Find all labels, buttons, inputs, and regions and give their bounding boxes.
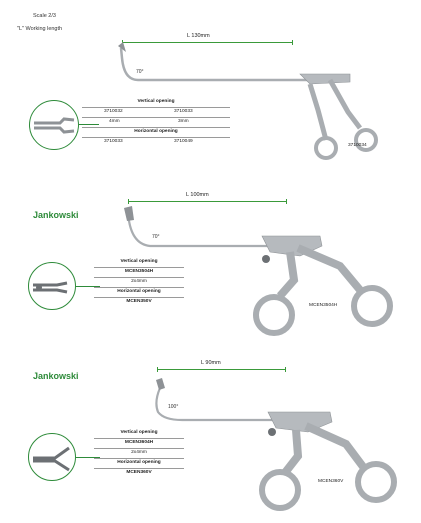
table-rule [94, 468, 184, 469]
dimension-tick [157, 367, 158, 372]
size-cell: 4mm [109, 119, 120, 124]
table-rule [94, 297, 184, 298]
jaw-tip-icon [33, 446, 70, 472]
table-rule [94, 267, 184, 268]
length-label-1: L 130mm [187, 33, 210, 39]
instrument-code-1: 3710034 [348, 143, 367, 148]
horizontal-opening-label: Horizontal opening [134, 129, 178, 134]
code-cell: MCEN360V [126, 470, 152, 475]
size-cell: 2x4mm [131, 279, 147, 284]
code-cell: 3710049 [174, 139, 193, 144]
horizontal-opening-label: Horizontal opening [117, 460, 161, 465]
jaw-tip-icon [34, 117, 75, 134]
dimension-tick [286, 199, 287, 204]
tip-detail-circle-2 [28, 262, 76, 310]
table-rule [82, 107, 230, 108]
code-cell: 3710033 [174, 109, 193, 114]
vertical-opening-label: Vertical opening [120, 259, 158, 264]
table-rule [94, 448, 184, 449]
dimension-line-2 [128, 201, 286, 202]
angle-label-1: 70° [136, 69, 144, 75]
code-cell: MCEN3504H [124, 269, 154, 274]
code-cell: 3710032 [104, 109, 123, 114]
table-rule [82, 137, 230, 138]
vertical-opening-label: Vertical opening [120, 430, 158, 435]
code-cell: 3710033 [104, 139, 123, 144]
connector-line [76, 286, 100, 287]
connector-line [76, 457, 100, 458]
dimension-tick [292, 40, 293, 45]
jaw-tip-icon [33, 281, 68, 294]
table-rule [94, 287, 184, 288]
angle-label-2: 70° [152, 234, 160, 240]
code-cell: MCEN3604H [124, 440, 154, 445]
working-length-note: "L" Working length [17, 26, 63, 32]
size-cell: 2x4mm [131, 450, 147, 455]
horizontal-opening-label: Horizontal opening [117, 289, 161, 294]
table-rule [82, 117, 230, 118]
table-rule [94, 458, 184, 459]
instrument-code-2: MCEN3504H [309, 303, 338, 308]
code-cell: MCEN350V [126, 299, 152, 304]
angle-label-3: 100° [168, 404, 179, 410]
dimension-line-3 [157, 369, 285, 370]
table-rule [94, 277, 184, 278]
table-rule [94, 438, 184, 439]
table-rule [82, 127, 230, 128]
tip-detail-circle-1 [29, 100, 79, 150]
connector-line [79, 124, 99, 125]
spec-table-3: Vertical opening MCEN3604H 2x4mm Horizon… [94, 428, 184, 490]
length-label-3: L 90mm [201, 360, 221, 366]
vertical-opening-label: Vertical opening [137, 99, 175, 104]
section-title-jankowski: Jankowski [33, 371, 79, 381]
instrument-code-3: MCEN360V [318, 479, 344, 484]
spec-table-1: Vertical opening 3710032 3710033 4mm 3mm… [82, 97, 230, 157]
size-cell: 3mm [178, 119, 189, 124]
dimension-line-1 [122, 42, 292, 43]
dimension-tick [128, 199, 129, 204]
section-title-jankowski: Jankowski [33, 210, 79, 220]
dimension-tick [285, 367, 286, 372]
length-label-2: L 100mm [186, 192, 209, 198]
spec-table-2: Vertical opening MCEN3504H 2x4mm Horizon… [94, 257, 184, 319]
scale-label: Scale 2/3 [33, 13, 56, 19]
tip-detail-circle-3 [28, 433, 76, 481]
